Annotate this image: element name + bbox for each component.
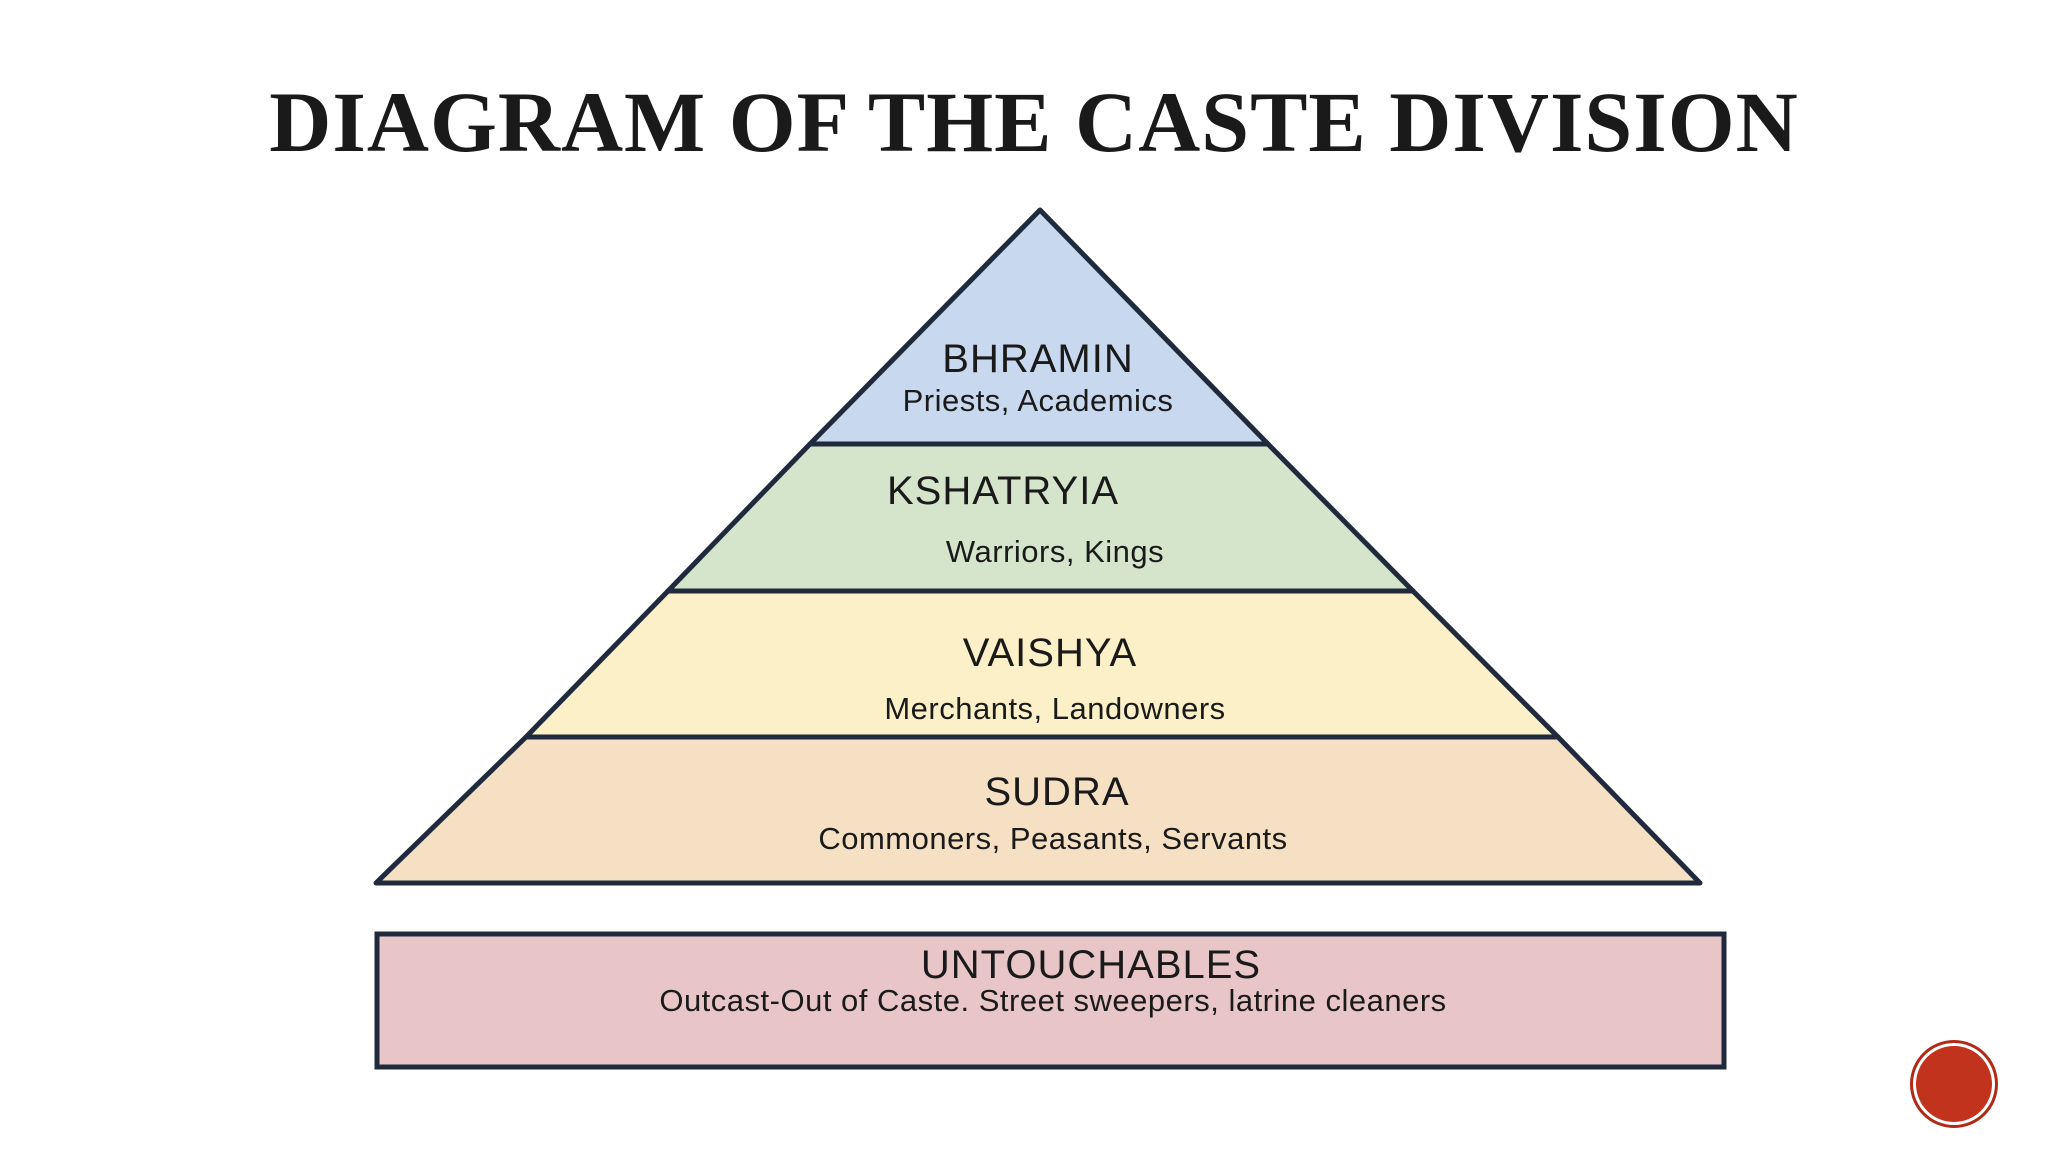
tier-sudra-desc: Commoners, Peasants, Servants <box>818 821 1287 856</box>
outcast-desc: Outcast-Out of Caste. Street sweepers, l… <box>659 983 1446 1018</box>
tier-vaishya-name: VAISHYA <box>963 631 1137 675</box>
tier-kshatryia: KSHATRYIA Warriors, Kings <box>665 441 1416 594</box>
tier-kshatryia-name: KSHATRYIA <box>887 469 1119 513</box>
tier-kshatryia-desc: Warriors, Kings <box>946 534 1164 569</box>
tier-vaishya-desc: Merchants, Landowners <box>884 691 1225 726</box>
tier-sudra-name: SUDRA <box>984 770 1129 814</box>
outcast-box-shape <box>374 931 1727 1070</box>
tier-bhramin-name: BHRAMIN <box>942 337 1133 381</box>
tier-sudra-shape <box>373 734 1703 886</box>
outcast-name: UNTOUCHABLES <box>921 943 1261 987</box>
tier-vaishya: VAISHYA Merchants, Landowners <box>523 588 1561 740</box>
outcast-box: UNTOUCHABLES Outcast-Out of Caste. Stree… <box>374 931 1727 1070</box>
tier-sudra: SUDRA Commoners, Peasants, Servants <box>373 734 1703 886</box>
tier-bhramin-desc: Priests, Academics <box>903 383 1174 418</box>
tier-bhramin: BHRAMIN Priests, Academics <box>807 207 1271 447</box>
slide-title: DIAGRAM OF THE CASTE DIVISION <box>269 74 1799 170</box>
next-slide-button[interactable] <box>1916 1046 1992 1122</box>
